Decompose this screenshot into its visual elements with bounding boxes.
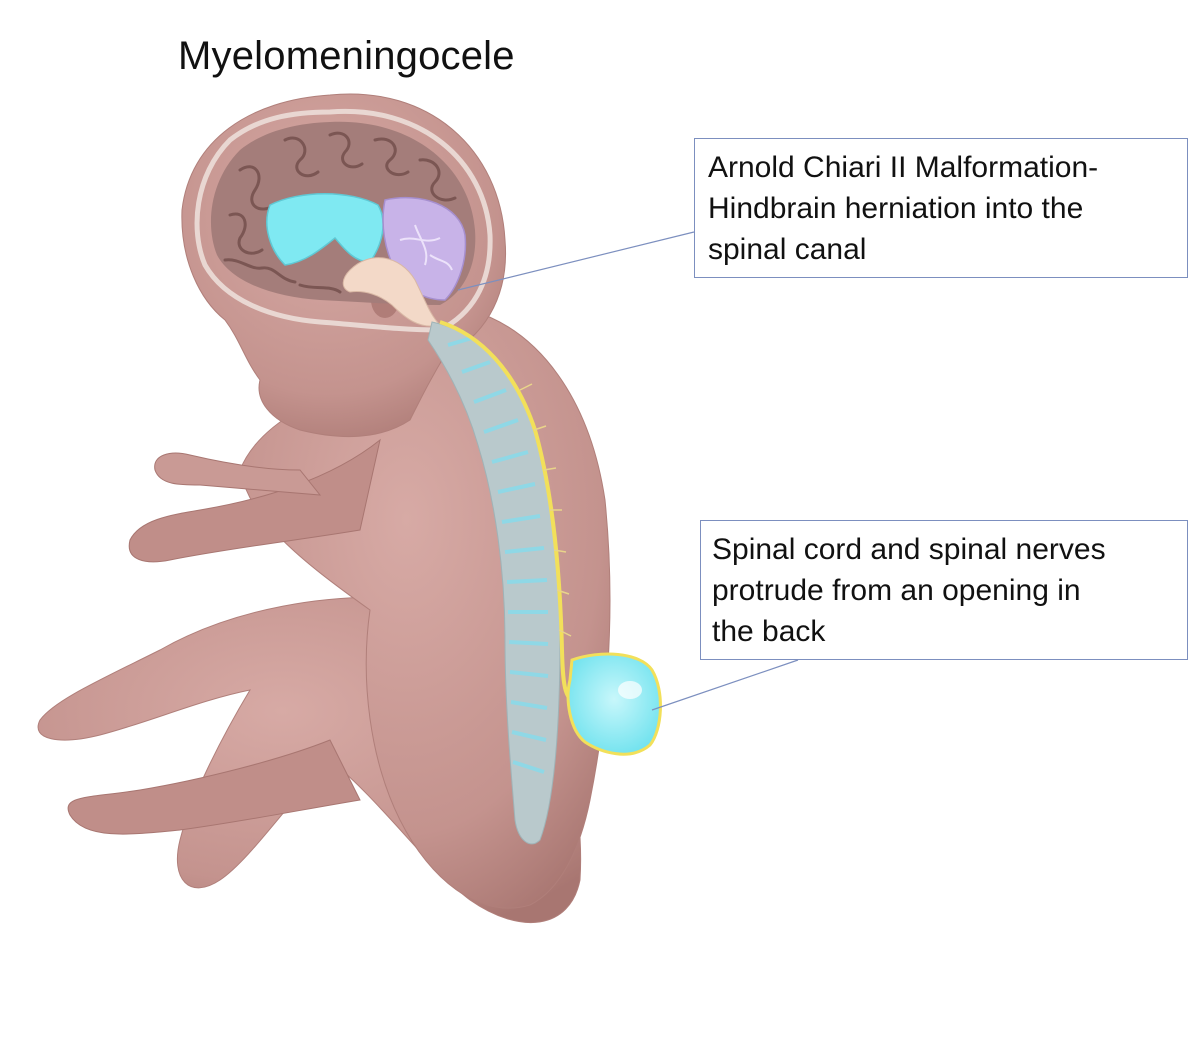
leader-line-2: [651, 659, 799, 711]
myelomeningocele-sac: [566, 652, 662, 756]
callout-chiari-malformation: Arnold Chiari II Malformation- Hindbrain…: [694, 138, 1188, 278]
callout-spinal-protrusion: Spinal cord and spinal nerves protrude f…: [700, 520, 1188, 660]
callout-line: Arnold Chiari II Malformation-: [708, 151, 1099, 184]
callout-line: the back: [712, 615, 826, 648]
callout-line: Spinal cord and spinal nerves: [712, 533, 1106, 566]
callout-line: spinal canal: [708, 233, 867, 266]
leader-line-1: [457, 231, 695, 291]
spinal-cord: [439, 320, 581, 707]
callout-line: Hindbrain herniation into the: [708, 192, 1084, 225]
ventricle: [266, 193, 384, 266]
diagram-title: Myelomeningocele: [178, 34, 515, 78]
callout-line: protrude from an opening in: [712, 574, 1081, 607]
